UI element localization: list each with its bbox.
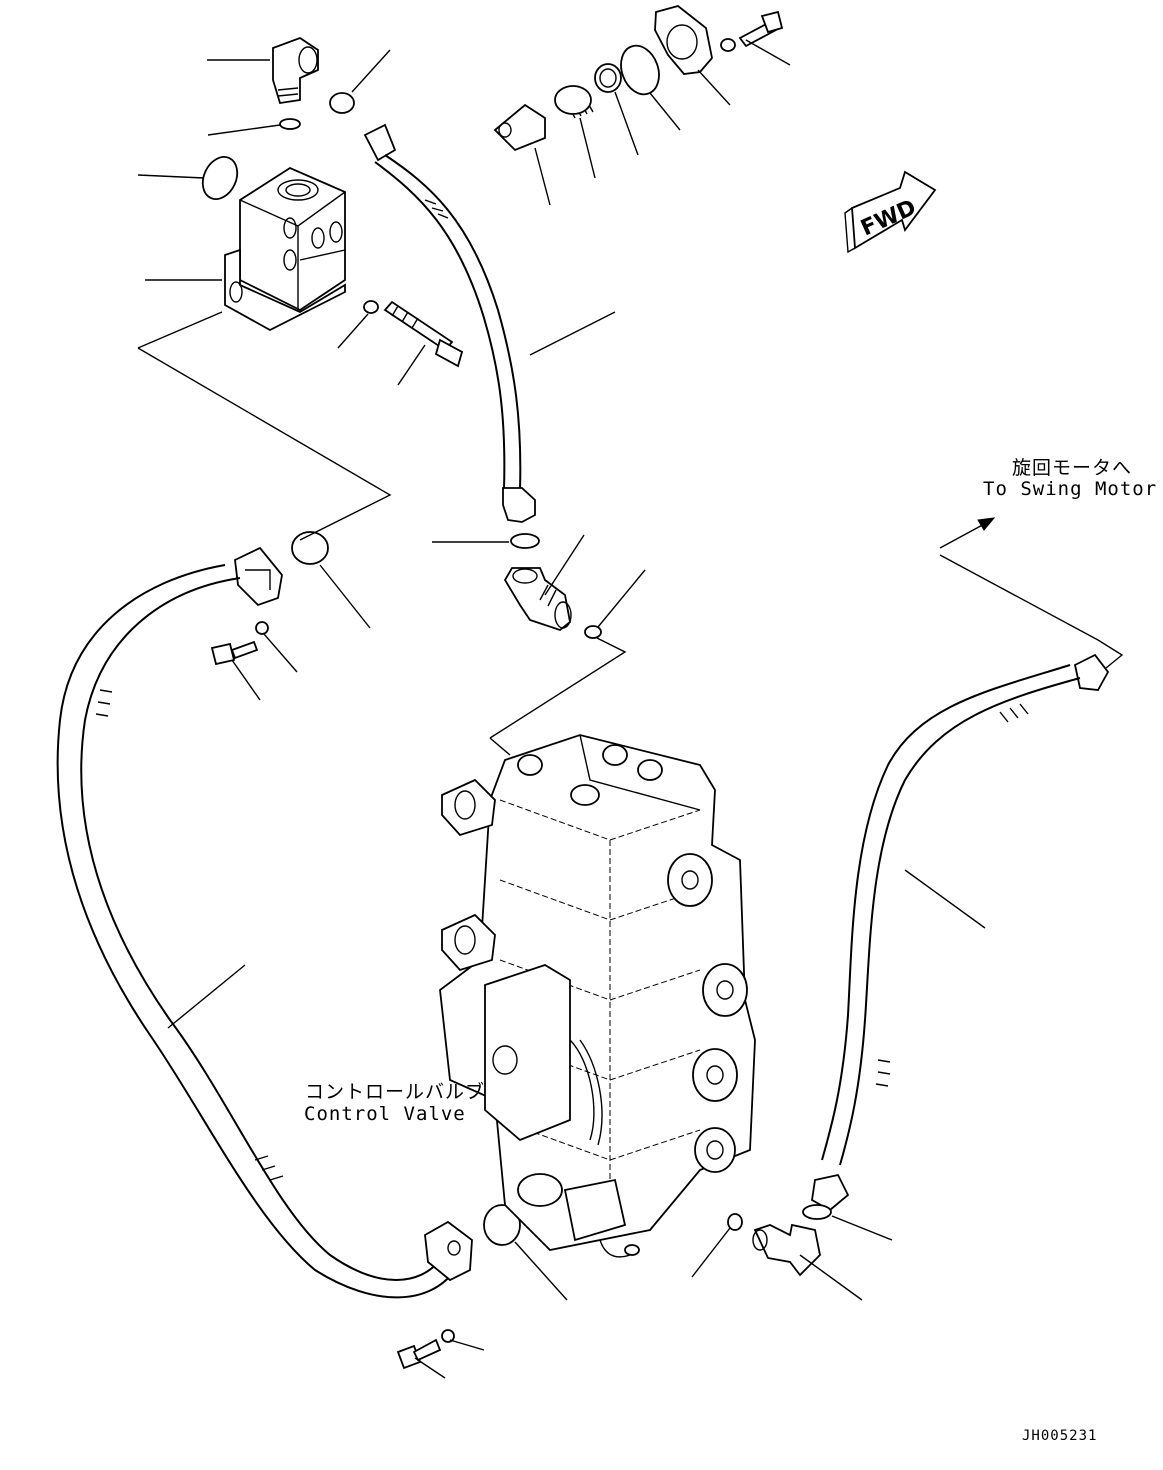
control-valve-label-en: Control Valve [304,1103,466,1125]
hose-left [56,546,473,1299]
o-ring-small-top [279,118,301,130]
bolt-left-top [210,621,269,666]
o-ring-mid-right [584,625,602,639]
bolt-block [363,300,464,368]
o-ring-bottom-right [802,1204,832,1220]
o-ring-bottom-center [727,1213,743,1231]
hose-right [811,653,1110,1212]
elbow-fitting-bottom-right [752,1223,821,1277]
o-ring-top-center [329,92,355,114]
o-ring-bottom-left [483,1204,521,1246]
control-valve-label-jp: コントロールバルブ [305,1081,486,1103]
leader-lines [137,39,1124,1379]
control-valve-body [439,734,756,1258]
direction-arrow-icon [939,517,996,549]
elbow-fitting-top [272,36,319,105]
drawing-number: JH005231 [1022,1428,1098,1444]
swing-motor-label-en: To Swing Motor [983,478,1158,500]
hose-top-center [363,123,536,523]
o-ring-mid-center [510,533,540,549]
elbow-fitting-mid [503,567,572,632]
swing-motor-label-jp: 旋回モータへ [1012,457,1133,479]
o-ring-large-left [201,156,239,200]
o-ring-mid-left [291,531,329,565]
fwd-arrow-icon: FWD [844,170,937,254]
bolt-left-bottom [396,1329,455,1370]
relief-valve-assembly [493,5,784,152]
valve-block [224,166,346,332]
